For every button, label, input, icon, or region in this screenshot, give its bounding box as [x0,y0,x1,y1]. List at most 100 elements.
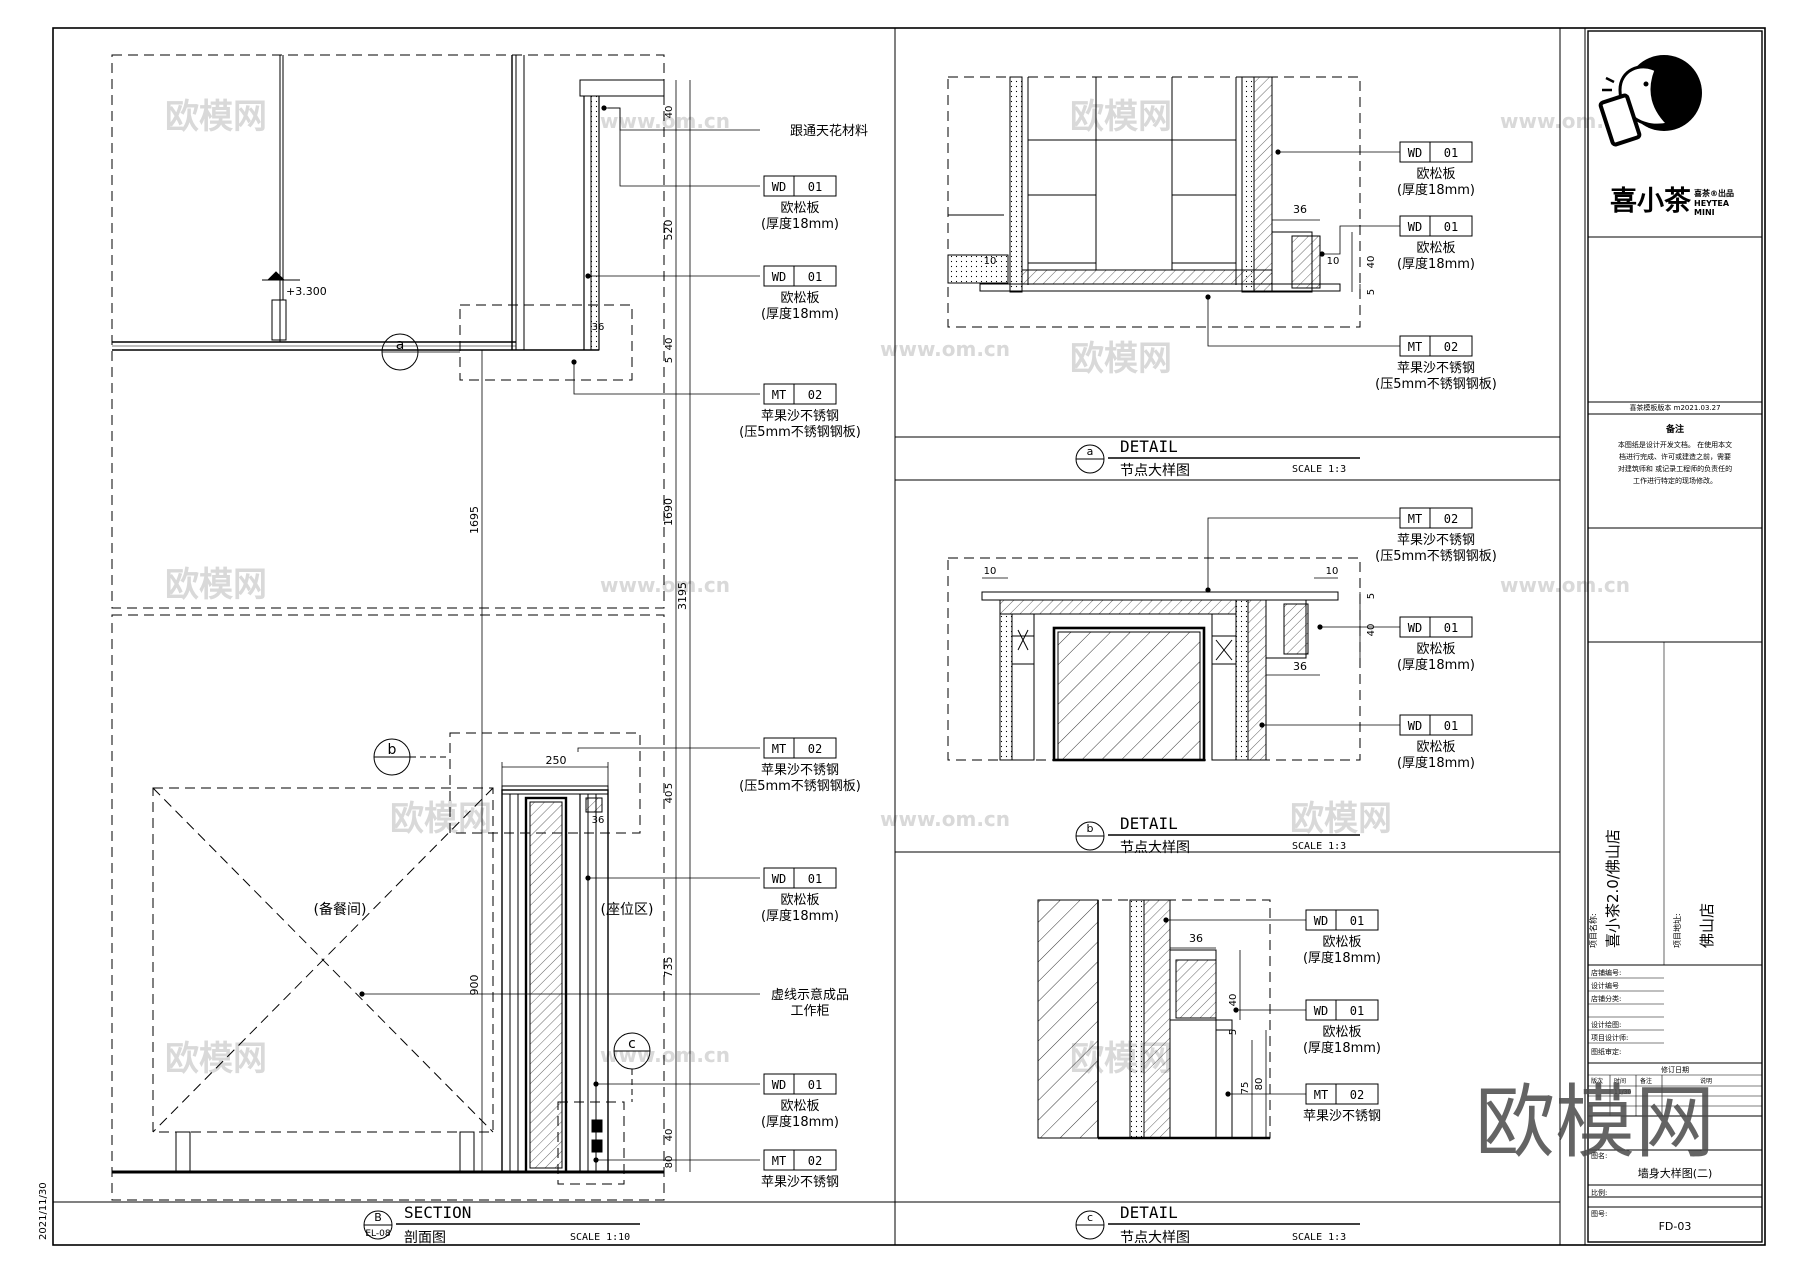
detail-a-drawing [947,76,1400,347]
watermark-url: www.om.cn [600,573,730,597]
material-code: MT [772,742,786,756]
material-description: (厚度18mm) [1303,1040,1381,1056]
material-description: (厚度18mm) [1303,950,1381,966]
detail-titles: a DETAIL 节点大样图 SCALE 1:3 b DETAIL 节点大样图 … [1075,437,1360,1246]
section-title: SECTION [404,1203,471,1222]
dim-1695: 1695 [468,506,481,534]
detail-tag: a [1087,445,1094,458]
material-description: 欧松板 [1322,1025,1361,1040]
detail-b-texts: 10 10 5 40 36 [984,566,1377,673]
dim-36: 36 [1293,203,1307,216]
dim-36: 36 [1293,660,1307,673]
field-design-no: 设计编号 [1591,981,1619,990]
material-number: 02 [1444,512,1458,526]
dim-5: 5 [1228,1029,1239,1035]
material-code: WD [772,872,786,886]
detail-a-texts: 36 10 10 40 5 [984,203,1377,295]
watermark-url: www.om.cn [600,109,730,133]
material-description: (厚度18mm) [761,306,839,322]
material-description: (压5mm不锈钢钢板) [739,779,861,794]
material-description: 欧松板 [1416,740,1455,755]
material-code: WD [1314,1004,1328,1018]
project-address-label: 项目地址: [1672,913,1682,948]
material-description: 欧松板 [1416,642,1455,657]
material-description: (厚度18mm) [1397,755,1475,771]
dim-5: 5 [664,783,675,789]
detail-title-cn: 节点大样图 [1120,463,1190,479]
dim-5: 5 [1366,593,1377,599]
material-description: 欧松板 [1416,241,1455,256]
field-designer: 项目设计师: [1591,1033,1628,1042]
revision-header: 版次 [1591,1077,1603,1085]
detail-b-title: b DETAIL 节点大样图 SCALE 1:3 [1075,814,1360,856]
project-address: 佛山店 [1698,903,1716,948]
material-code: WD [1408,621,1422,635]
material-description: 欧松板 [780,893,819,908]
dim-10: 10 [984,566,997,577]
brand-sub: HEYTEA [1694,199,1730,208]
material-description: 苹果沙不锈钢 [761,763,839,778]
material-description: 工作柜 [790,1004,829,1019]
detail-c-drawing [1037,899,1306,1140]
dim-250: 250 [546,754,567,767]
dim-80: 80 [664,1156,675,1169]
section-drawing [111,54,760,1201]
material-description: (厚度18mm) [1397,182,1475,198]
dim-40: 40 [1228,994,1239,1007]
notes-title: 备注 [1665,423,1684,435]
brand-sub: MINI [1694,208,1715,217]
material-description: (厚度18mm) [1397,657,1475,673]
material-description: (压5mm不锈钢钢板) [739,425,861,440]
brand-sub: 喜茶®出品 [1694,188,1734,198]
dim-10: 10 [1326,566,1339,577]
material-description: (厚度18mm) [761,908,839,924]
dim-900: 900 [468,975,481,996]
material-description: (压5mm不锈钢钢板) [1375,549,1497,564]
material-description: 欧松板 [1322,935,1361,950]
detail-title: DETAIL [1120,1203,1178,1222]
field-draftsman: 设计绘图: [1591,1020,1621,1029]
dim-1690: 1690 [662,498,675,526]
notes-line: 本图纸是设计开发文档。 在使用本文 [1618,440,1732,449]
dim-40: 40 [664,338,675,351]
material-number: 01 [1350,914,1364,928]
watermark: 欧模网 [1070,339,1172,379]
drawing-name: 墙身大样图(二) [1638,1166,1713,1180]
dim-40: 40 [664,1129,675,1142]
material-code: WD [772,180,786,194]
detail-scale: SCALE 1:3 [1292,1232,1346,1243]
field-approver: 图纸审定: [1591,1047,1621,1056]
detail-title-cn: 节点大样图 [1120,1230,1190,1246]
material-description: 苹果沙不锈钢 [1397,361,1475,376]
room-label-seating: (座位区) [601,902,654,918]
level-mark: +3.300 [286,285,327,298]
detail-c-title: c DETAIL 节点大样图 SCALE 1:3 [1075,1203,1360,1246]
detail-scale: SCALE 1:3 [1292,464,1346,475]
material-number: 01 [808,270,822,284]
section-texts: a b c +3.300 (备餐间) (座位区) 250 36 36 1695 … [286,106,689,1246]
dim-735: 735 [662,957,675,978]
sheet-frame [52,27,1766,1246]
field-store-type: 店铺分类: [1591,994,1621,1003]
dim-36: 36 [592,322,605,333]
dim-10: 10 [984,256,997,267]
dim-36: 36 [1189,932,1203,945]
material-description: 虚线示意成品 [771,987,849,1003]
room-label-prep: (备餐间) [314,901,367,918]
material-code: WD [772,270,786,284]
dim-80: 80 [1254,1078,1265,1091]
detail-title: DETAIL [1120,814,1178,833]
dim-36: 36 [592,815,605,826]
material-code: MT [772,1154,786,1168]
detail-b-drawing [947,517,1400,762]
title-block: 喜小茶 喜茶®出品 HEYTEA MINI [1588,55,1762,1233]
drawing-name-label: 图名: [1591,1151,1607,1160]
brand-logo: 喜小茶 喜茶®出品 HEYTEA MINI [1598,55,1734,217]
